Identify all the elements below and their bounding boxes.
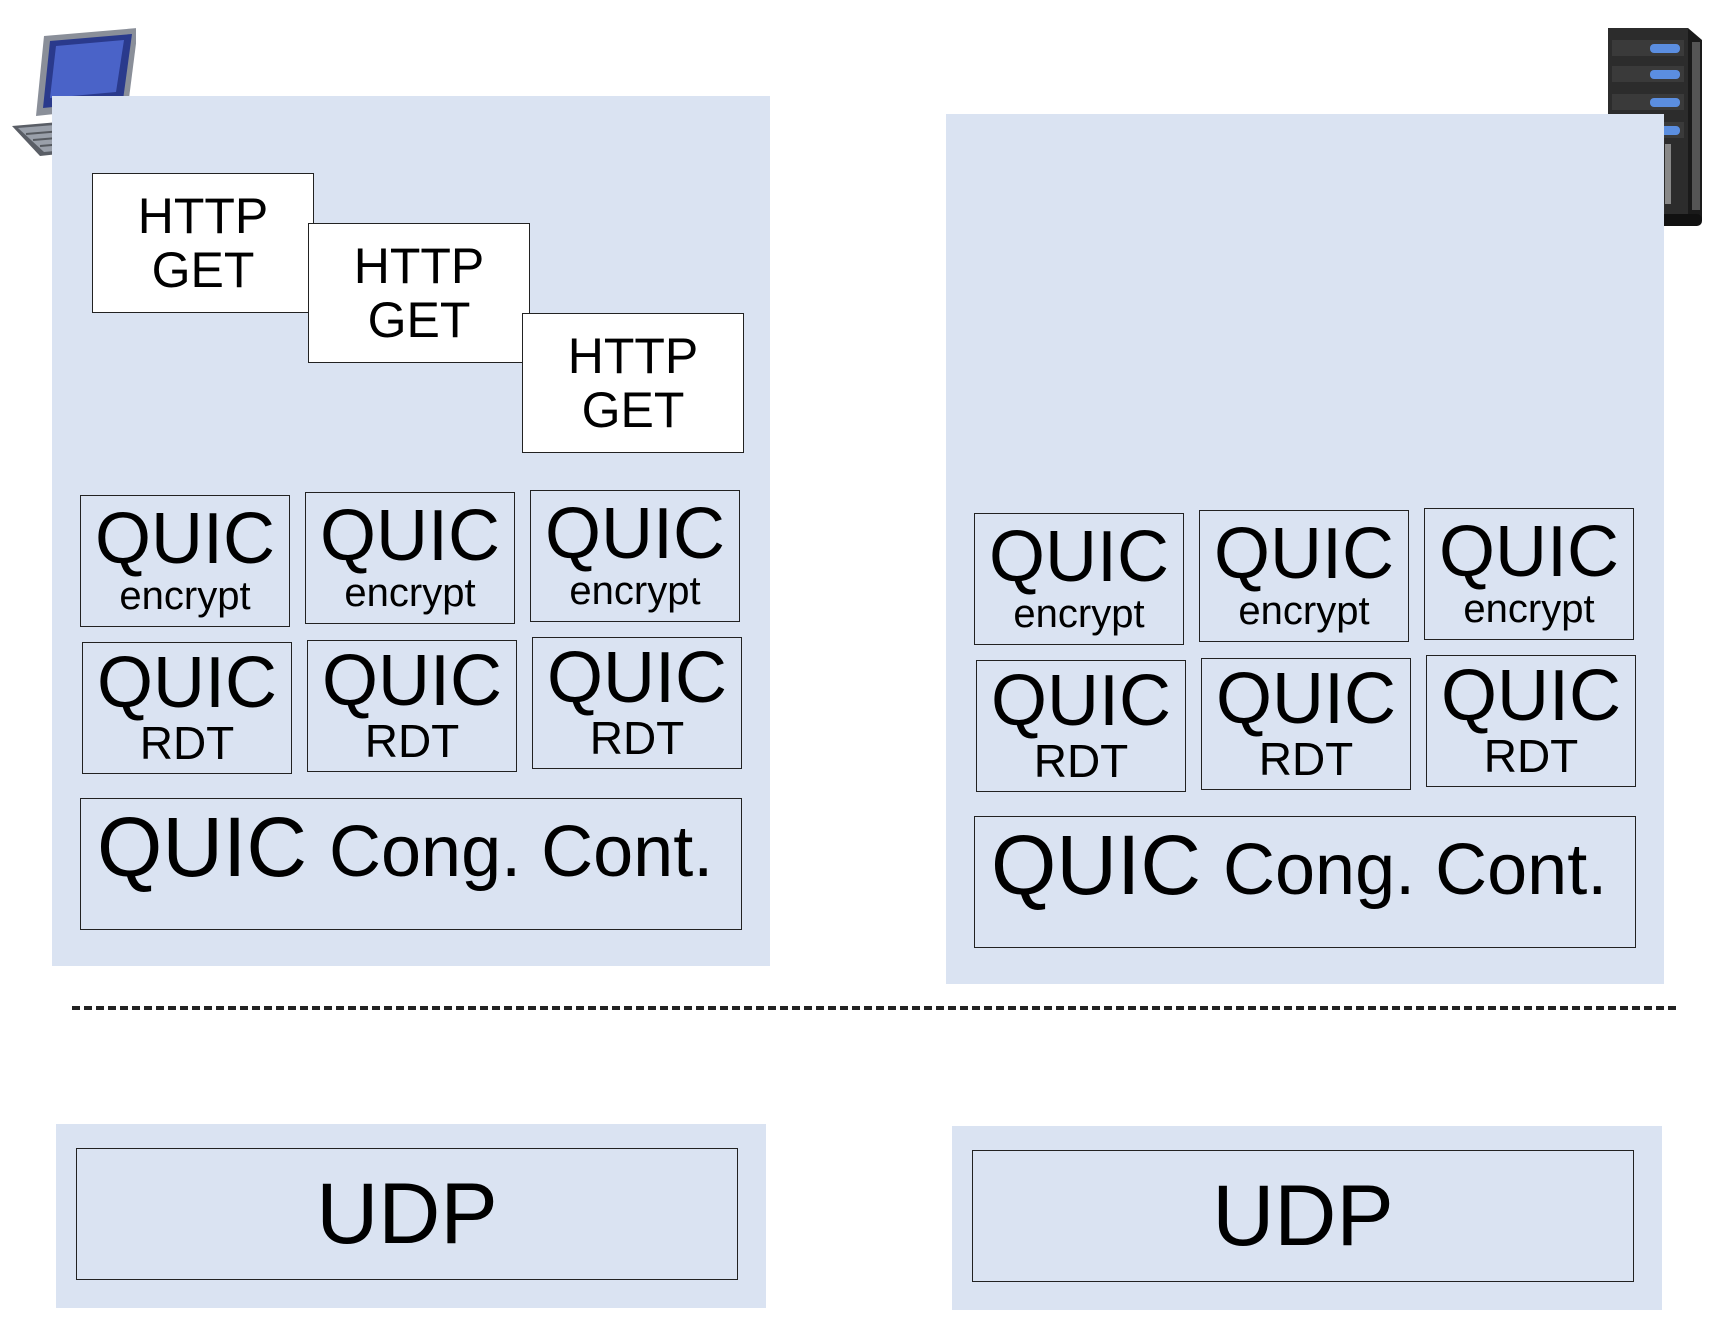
server-protocol-stack (946, 114, 1664, 984)
client-udp-layer (56, 1124, 766, 1308)
network-boundary-dashed-line (72, 1006, 1676, 1010)
udp-box: UDP (972, 1150, 1634, 1282)
udp-box: UDP (76, 1148, 738, 1280)
server-udp-layer (952, 1126, 1662, 1310)
